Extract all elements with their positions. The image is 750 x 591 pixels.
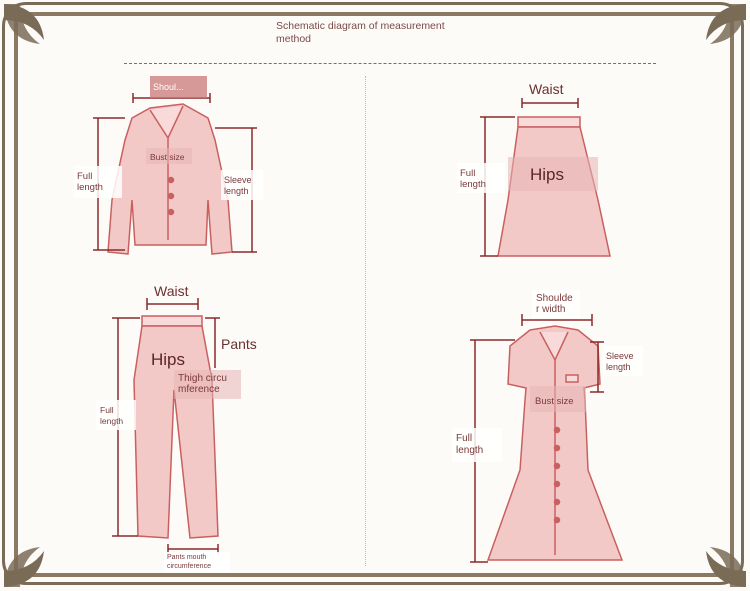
jacket-full-length-label-bg: [74, 166, 122, 198]
dress-sleeve-label-bg: [603, 346, 643, 376]
diagram-title: Schematic diagram of measurement method: [276, 20, 476, 46]
jacket-shoulder-label-bg: [150, 76, 207, 98]
pants-hips-label: Hips: [151, 350, 186, 369]
skirt-waist-label: Waist: [529, 81, 564, 97]
dress-full-length-label-bg: [452, 428, 502, 462]
jacket-bust-label-bg: [146, 148, 192, 164]
jacket-sleeve-line-2: length: [224, 186, 249, 196]
jacket-drawing: [107, 103, 233, 255]
corner-ornament-bottom-right: [706, 547, 746, 587]
dress-bust-label: Bust size: [535, 396, 574, 407]
dress-sleeve-line-1: Sleeve: [606, 351, 634, 361]
jacket-full-length-line-2: length: [77, 182, 103, 193]
dress-drawing: [486, 325, 624, 561]
skirt-full-length-line-2: length: [460, 179, 486, 190]
dress-sleeve-label: Sleeve length: [606, 351, 634, 373]
pants-mouth-label-bg: [164, 552, 230, 572]
title-divider: [124, 63, 656, 64]
outer-frame: [2, 2, 744, 585]
pants-full-length-line-2: length: [100, 416, 124, 426]
dress-full-length-line-1: Full: [456, 433, 473, 444]
corner-ornament-top-right: [706, 4, 746, 44]
dress-bust-label-bg: [530, 386, 586, 412]
jacket-full-length-label: Full length: [77, 171, 103, 193]
dress-full-length-label: Full length: [456, 433, 483, 457]
jacket-full-length-line-1: Full: [77, 171, 93, 182]
pants-mouth-line-2: circumference: [167, 563, 211, 570]
pants-full-length-line-1: Full: [100, 405, 114, 415]
skirt-hips-label-bg: [508, 157, 598, 191]
dress-shoulder-line-2: r width: [536, 304, 566, 315]
skirt-full-length-line-1: Full: [460, 168, 476, 179]
pants-full-length-label: Full length: [100, 405, 123, 427]
dress-shoulder-label: Shoulde r width: [536, 293, 573, 315]
center-divider: [365, 76, 366, 566]
dress-measure-lines: [470, 314, 604, 563]
skirt-hips-label: Hips: [530, 165, 565, 184]
pants-mouth-line-1: Pants mouth: [167, 554, 207, 561]
inner-frame: [14, 12, 734, 577]
skirt-full-length-label: Full length: [460, 168, 486, 190]
pants-full-length-label-bg: [96, 400, 136, 430]
pants-thigh-line-2: mference: [178, 384, 220, 395]
pants-mouth-label: Pants mouth circumference: [167, 553, 211, 571]
skirt-full-length-label-bg: [457, 163, 505, 193]
dress-sleeve-line-2: length: [606, 362, 631, 372]
dress-full-length-line-2: length: [456, 445, 484, 456]
diagram-title-line-2: method: [276, 33, 312, 45]
corner-ornament-bottom-left: [4, 547, 44, 587]
pants-thigh-line-1: Thigh circu: [178, 373, 227, 384]
dress-shoulder-label-bg: [532, 290, 580, 318]
pants-waist-label: Waist: [154, 283, 189, 299]
pants-thigh-label-bg: [174, 370, 241, 399]
jacket-bust-label: Bust size: [150, 152, 185, 162]
jacket-shoulder-label: Shoul...: [153, 82, 184, 92]
pants-thigh-label: Thigh circu mference: [178, 373, 227, 395]
jacket-sleeve-line-1: Sleeve: [224, 175, 252, 185]
corner-ornament-top-left: [4, 4, 44, 44]
diagram-title-line-1: Schematic diagram of measurement: [276, 20, 445, 32]
dress-shoulder-line-1: Shoulde: [536, 293, 573, 304]
jacket-sleeve-label-bg: [221, 170, 263, 200]
pants-length-label: Pants: [221, 336, 257, 352]
jacket-sleeve-label: Sleeve length: [224, 175, 252, 197]
